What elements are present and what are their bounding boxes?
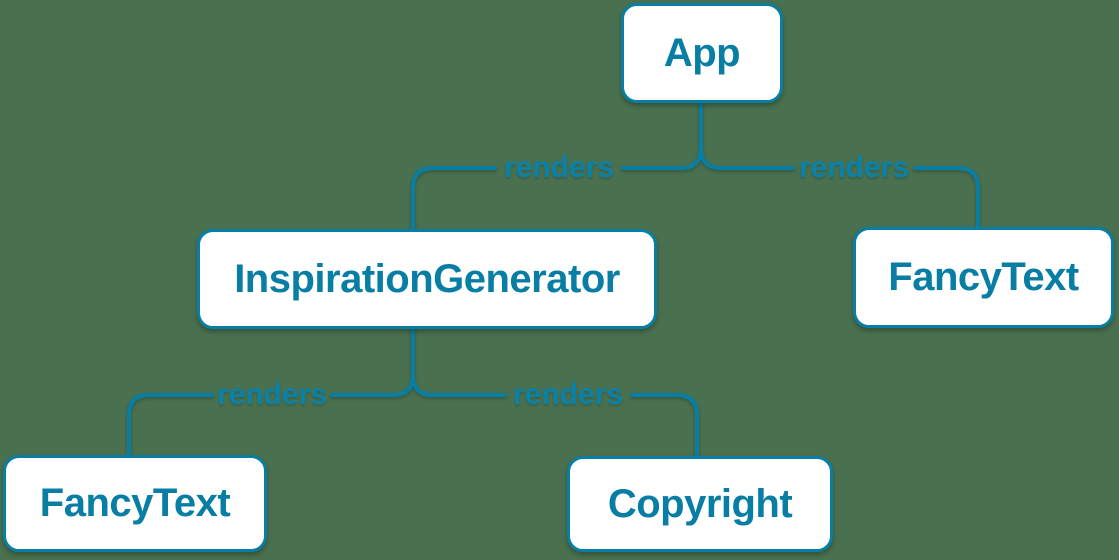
node-copyright-label: Copyright (607, 481, 793, 526)
node-inspiration-generator-label: InspirationGenerator (234, 256, 620, 301)
node-app-label: App (663, 30, 741, 75)
edge-label-app-fancytext: renders (798, 151, 910, 184)
node-fancy-text-top: FancyText (853, 227, 1114, 328)
edge-label-app-inspirationgenerator: renders (503, 151, 615, 184)
node-fancy-text-top-label: FancyText (888, 255, 1079, 299)
edge-inspirationgenerator-to-copyright (411, 373, 699, 458)
node-app: App (621, 3, 783, 103)
edge-label-inspirationgenerator-fancytext: renders (216, 378, 328, 411)
edge-label-inspirationgenerator-copyright: renders (512, 378, 624, 411)
node-copyright: Copyright (567, 456, 833, 552)
node-inspiration-generator: InspirationGenerator (197, 229, 657, 329)
node-fancy-text-bottom-label: FancyText (39, 481, 231, 525)
node-fancy-text-bottom: FancyText (3, 455, 267, 552)
edge-app-to-fancytext (699, 146, 980, 229)
